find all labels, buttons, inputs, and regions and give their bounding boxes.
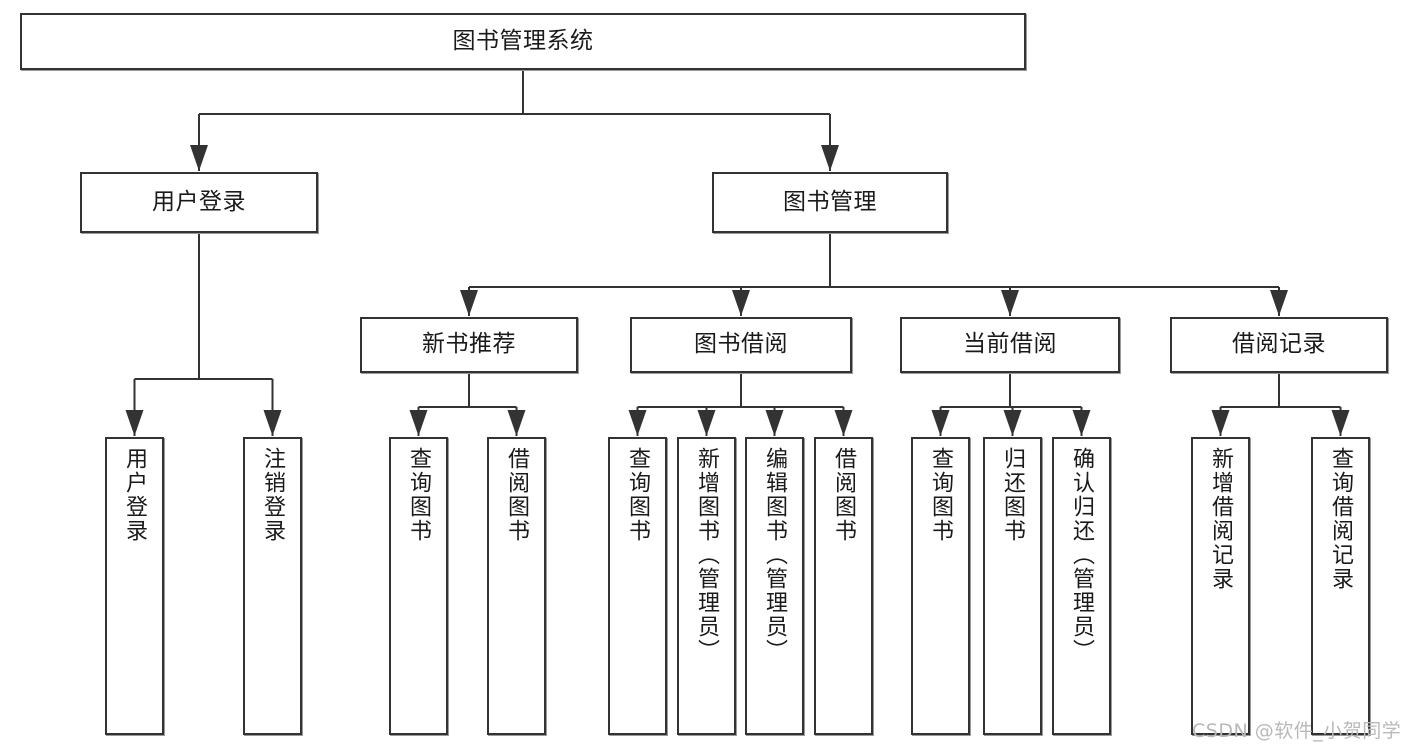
node-root[interactable]: 图书管理系统	[20, 13, 1026, 70]
node-label: 图书管理系统	[452, 27, 594, 54]
node-label: 确认归还（管理员）	[1069, 447, 1095, 663]
node-label: 借阅记录	[1232, 331, 1326, 358]
arrowhead-icon	[821, 145, 839, 171]
node-leaf-confirm-return[interactable]: 确认归还（管理员）	[1052, 437, 1111, 735]
node-label: 借阅图书	[831, 447, 857, 543]
arrowhead-icon	[765, 410, 784, 436]
arrowhead-icon	[931, 410, 950, 436]
node-leaf-query-book-3[interactable]: 查询图书	[911, 437, 970, 735]
arrowhead-icon	[460, 290, 478, 316]
node-label: 用户登录	[152, 188, 246, 215]
arrowhead-icon	[190, 145, 208, 171]
node-label: 编辑图书（管理员）	[762, 447, 788, 663]
arrowhead-icon	[732, 290, 750, 316]
node-label: 新增图书（管理员）	[694, 447, 720, 663]
node-leaf-query-book-1[interactable]: 查询图书	[389, 437, 448, 735]
arrowhead-icon	[409, 410, 428, 436]
arrowhead-icon	[1331, 410, 1350, 436]
arrowhead-icon	[1270, 290, 1288, 316]
node-label: 查询图书	[928, 447, 954, 543]
node-leaf-user-login[interactable]: 用户登录	[105, 437, 164, 735]
node-label: 当前借阅	[963, 331, 1057, 358]
node-label: 查询借阅记录	[1328, 447, 1354, 591]
node-leaf-add-book[interactable]: 新增图书（管理员）	[677, 437, 736, 735]
arrowhead-icon	[628, 410, 647, 436]
node-label: 注销登录	[260, 447, 286, 543]
node-leaf-user-logout[interactable]: 注销登录	[243, 437, 302, 735]
arrowhead-icon	[1072, 410, 1091, 436]
arrowhead-icon	[697, 410, 716, 436]
node-user-login[interactable]: 用户登录	[80, 172, 318, 233]
node-new-book-rec[interactable]: 新书推荐	[360, 317, 578, 373]
arrowhead-icon	[1001, 290, 1019, 316]
node-label: 用户登录	[122, 447, 148, 543]
node-leaf-borrow-book-1[interactable]: 借阅图书	[487, 437, 546, 735]
node-leaf-edit-book[interactable]: 编辑图书（管理员）	[745, 437, 804, 735]
node-label: 查询图书	[406, 447, 432, 543]
node-label: 图书管理	[783, 188, 877, 215]
node-book-borrow[interactable]: 图书借阅	[630, 317, 852, 373]
arrowhead-icon	[263, 410, 282, 436]
node-leaf-return-book[interactable]: 归还图书	[983, 437, 1042, 735]
node-label: 归还图书	[1000, 447, 1026, 543]
node-label: 新书推荐	[422, 331, 516, 358]
arrowhead-icon	[1003, 410, 1022, 436]
arrowhead-icon	[1211, 410, 1230, 436]
arrowhead-icon	[125, 410, 144, 436]
node-leaf-add-record[interactable]: 新增借阅记录	[1191, 437, 1250, 735]
node-label: 借阅图书	[504, 447, 530, 543]
node-borrow-record[interactable]: 借阅记录	[1170, 317, 1388, 373]
arrowhead-icon	[507, 410, 526, 436]
node-leaf-query-book-2[interactable]: 查询图书	[608, 437, 667, 735]
arrowhead-icon	[834, 410, 853, 436]
node-book-manage[interactable]: 图书管理	[712, 172, 948, 233]
node-label: 新增借阅记录	[1208, 447, 1234, 591]
node-leaf-borrow-book-2[interactable]: 借阅图书	[814, 437, 873, 735]
node-label: 查询图书	[625, 447, 651, 543]
node-current-borrow[interactable]: 当前借阅	[900, 317, 1120, 373]
node-label: 图书借阅	[694, 331, 788, 358]
node-leaf-query-record[interactable]: 查询借阅记录	[1311, 437, 1370, 735]
